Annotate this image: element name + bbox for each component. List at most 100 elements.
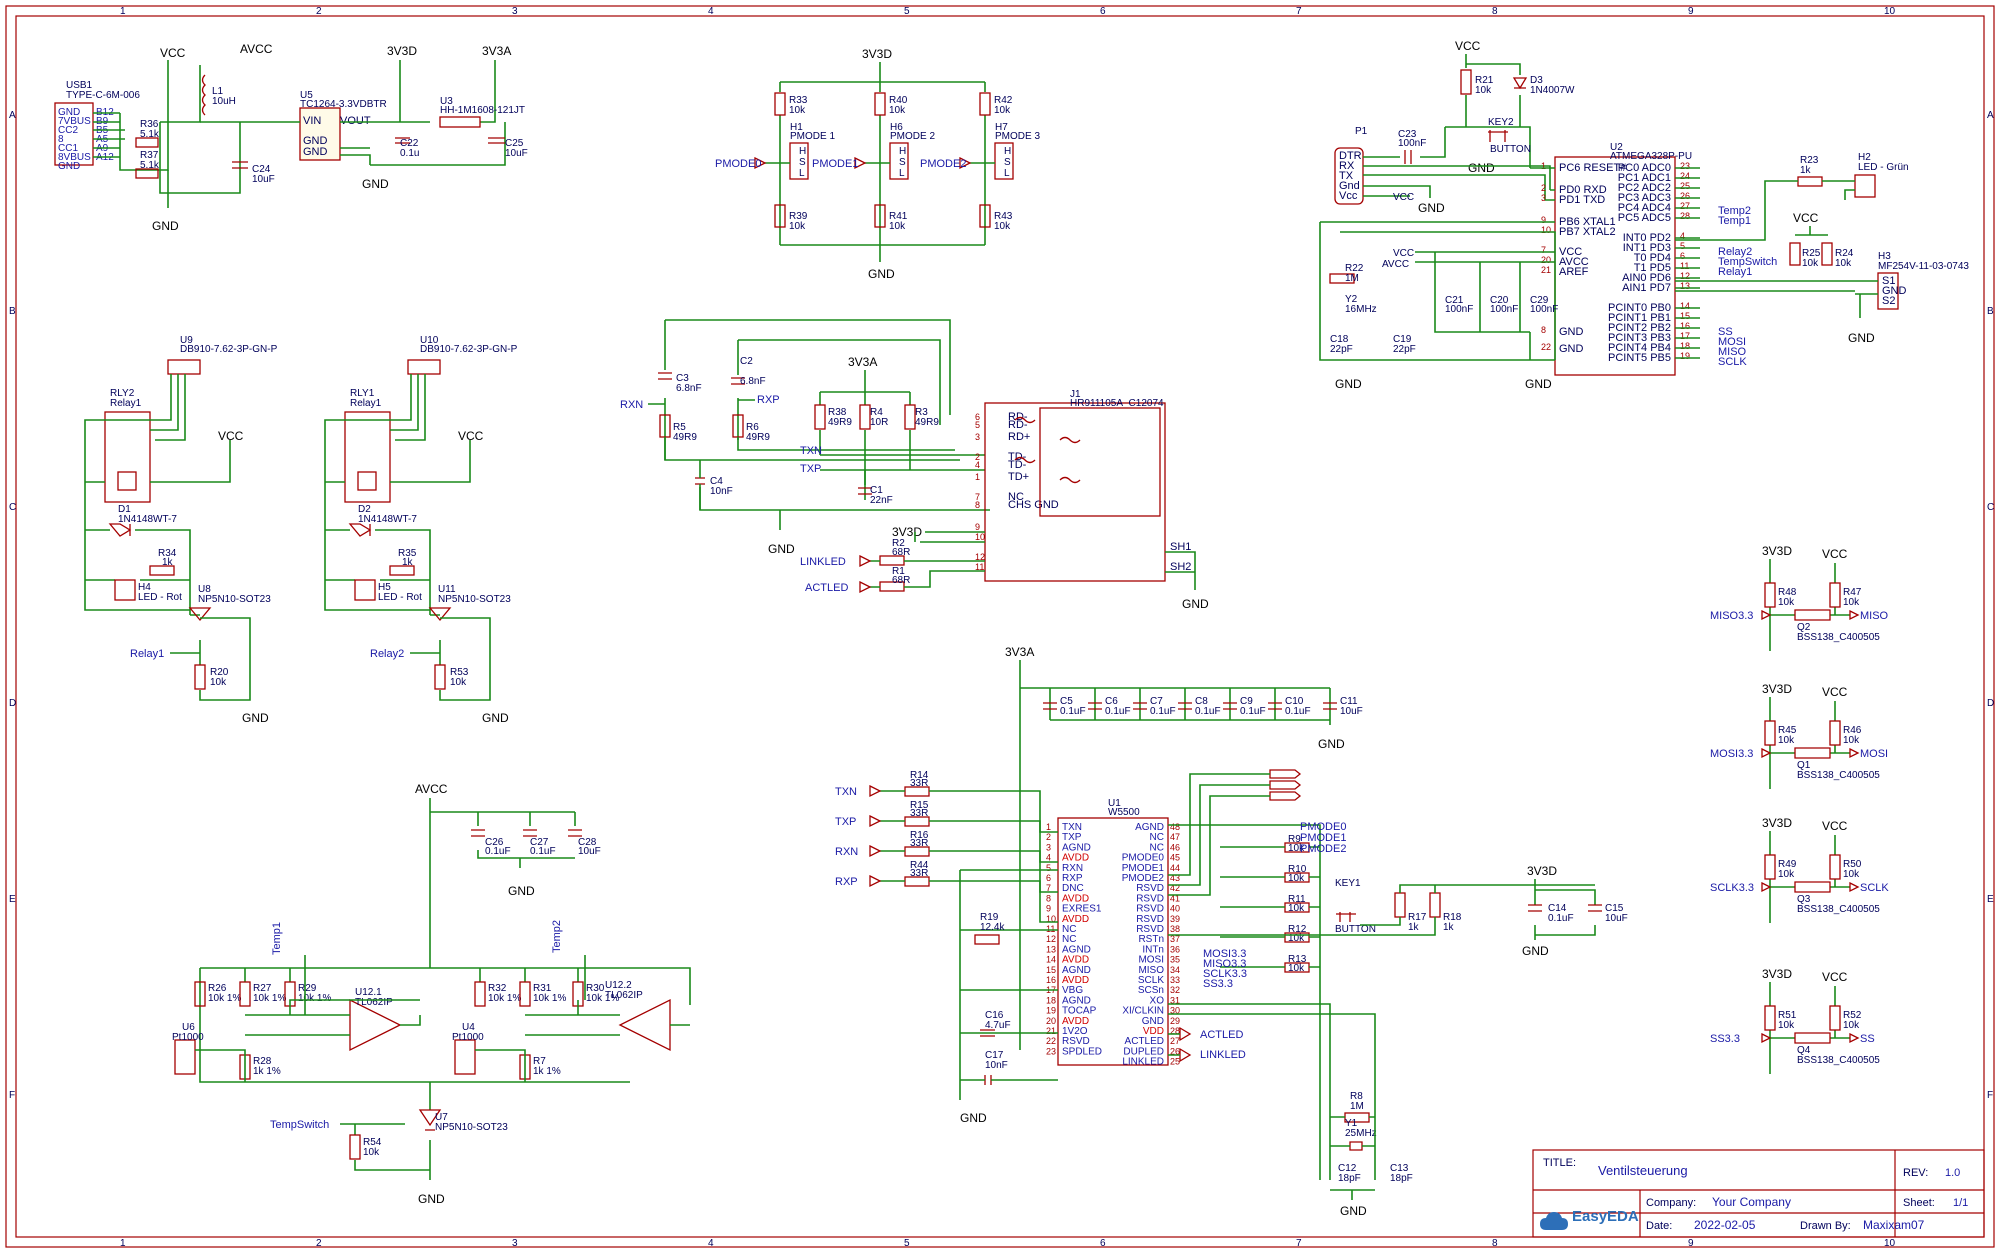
u7-ref: U7 xyxy=(435,1112,448,1123)
c1-ref: C1 xyxy=(870,485,883,496)
shifter-mosfet xyxy=(1794,881,1831,893)
j1-pin-label: CHS GND xyxy=(1008,499,1059,511)
diode-ref: D2 xyxy=(358,504,371,515)
r21-body xyxy=(1460,69,1472,95)
led-ref: H4 xyxy=(138,582,151,593)
r33-value: 10k xyxy=(789,105,806,116)
shifter-mosfet xyxy=(1794,609,1831,621)
u1-right-pin-num: 28 xyxy=(1170,1026,1180,1036)
u2-right-pin-num: 11 xyxy=(1680,261,1689,271)
shifter-wiring xyxy=(1769,982,1850,1074)
u1-left-pin-num: 3 xyxy=(1046,842,1051,852)
shifter-high-net: SS xyxy=(1860,1033,1875,1045)
h3-ref: H3 xyxy=(1878,251,1891,262)
shifter-rlow-ref: R49 xyxy=(1778,859,1797,870)
u4-pt1000 xyxy=(454,1039,476,1075)
shifter-pullup-low xyxy=(1764,854,1776,880)
shifter-rlow-ref: R51 xyxy=(1778,1010,1797,1021)
r1-value: 68R xyxy=(892,575,910,586)
temp2-net-amp: Temp2 xyxy=(551,920,563,953)
r36-value: 5.1k xyxy=(140,129,160,140)
shifter-pullup-high xyxy=(1829,1005,1841,1031)
u2-right-pin-num: 5 xyxy=(1680,241,1685,251)
usb-pin-label: 8VBUS xyxy=(58,152,91,163)
u2-left-pin-num: 9 xyxy=(1541,215,1546,225)
u1-left-pin: EXRES1 xyxy=(1062,904,1102,915)
r22-value: 1M xyxy=(1345,273,1359,284)
u12-2-value: TL062IP xyxy=(605,990,643,1001)
gnd-w5500: GND xyxy=(960,1111,987,1125)
u1-w5500 xyxy=(1057,817,1169,1066)
u2-right-pin-num: 4 xyxy=(1680,231,1685,241)
c26-value: 0.1uF xyxy=(485,846,511,857)
c27-ref: C27 xyxy=(530,837,549,848)
c24-value: 10uF xyxy=(252,174,275,185)
pullup-resistor-ref: R11 xyxy=(1288,894,1306,905)
u1-right-pin-num: 42 xyxy=(1170,883,1180,893)
h3-header xyxy=(1877,272,1899,310)
u2-right-pin-num: 24 xyxy=(1680,171,1690,181)
amp-resistor-value: 10k 1% xyxy=(208,993,241,1004)
u1-right-pin: NC xyxy=(1150,832,1164,843)
u1-left-pin: AGND xyxy=(1062,842,1091,853)
u1-value: W5500 xyxy=(1108,807,1140,818)
u12-1-ref: U12.1 xyxy=(355,987,382,998)
r6-ref: R6 xyxy=(746,422,759,433)
u1-left-pin: AGND xyxy=(1062,965,1091,976)
decoupling-cap-value: 0.1uF xyxy=(1105,706,1131,717)
shifter-rhigh-value: 10k xyxy=(1843,735,1860,746)
shifter-pullup-high xyxy=(1829,854,1841,880)
mosfet-symbol xyxy=(428,607,452,622)
gate-resistor xyxy=(194,664,206,690)
sh1-label: SH1 xyxy=(1170,541,1191,553)
u2-left-pin: PB6 XTAL1 xyxy=(1559,216,1616,228)
h6-value: PMODE 2 xyxy=(890,131,935,142)
gnd-w5500-caps: GND xyxy=(1318,737,1345,751)
u1-right-pin-num: 40 xyxy=(1170,904,1180,914)
frame-row-right: D xyxy=(1987,698,1994,709)
shifter-pullup-high xyxy=(1829,582,1841,608)
c29-value: 100nF xyxy=(1530,304,1558,315)
u1-left-pin-num: 4 xyxy=(1046,853,1051,863)
r17-ref: R17 xyxy=(1408,912,1427,923)
net-port-label: RXN xyxy=(835,846,858,858)
u1-right-pin-num: 47 xyxy=(1170,832,1180,842)
j1-led-pin-num: 9 xyxy=(975,522,980,532)
pullup-resistor-ref: R10 xyxy=(1288,864,1307,875)
terminal-ref: U10 xyxy=(420,335,439,346)
relay-ref: RLY2 xyxy=(110,388,135,399)
pmode-header-pin: H xyxy=(1004,146,1011,157)
r1-ref: R1 xyxy=(892,566,905,577)
diode-value: 1N4148WT-7 xyxy=(118,514,177,525)
u1-left-pin: RXN xyxy=(1062,863,1083,874)
u1-left-pin-num: 18 xyxy=(1046,995,1056,1005)
shifter-3v3d: 3V3D xyxy=(1762,544,1792,558)
frame-col-top: 4 xyxy=(708,6,714,17)
r54-value: 10k xyxy=(363,1147,380,1158)
u1-right-pin-num: 44 xyxy=(1170,863,1180,873)
u1-left-pin: AVDD xyxy=(1062,975,1089,986)
r17-value: 1k xyxy=(1408,922,1420,933)
shifter-rhigh-value: 10k xyxy=(1843,1020,1860,1031)
pmode-header-pin: H xyxy=(899,146,906,157)
j1-pin-label: RD- xyxy=(1008,411,1028,423)
pullup-resistor-ref: R13 xyxy=(1288,954,1307,965)
u7-value: NP5N10-SOT23 xyxy=(435,1122,508,1133)
c24-plates xyxy=(232,161,248,169)
c2-ref: C2 xyxy=(740,356,753,367)
u1-right-pin-num: 33 xyxy=(1170,975,1180,985)
u2-right-pin-num: 14 xyxy=(1680,301,1690,311)
usb-connector xyxy=(54,102,94,166)
shifter-port xyxy=(1761,1032,1860,1044)
u1-left-pin-num: 23 xyxy=(1046,1046,1056,1056)
miso-net-u2: MISO xyxy=(1718,346,1747,358)
c22-value: 0.1u xyxy=(400,148,419,159)
relay-wiring xyxy=(324,374,471,616)
u1-left-pin-num: 22 xyxy=(1046,1036,1056,1046)
h7-header xyxy=(994,142,1014,180)
relay-vcc: VCC xyxy=(458,429,484,443)
led-rot xyxy=(114,579,136,601)
shifter-mosfet-value: BSS138_C400505 xyxy=(1797,632,1880,643)
shifter-vcc: VCC xyxy=(1822,547,1848,561)
